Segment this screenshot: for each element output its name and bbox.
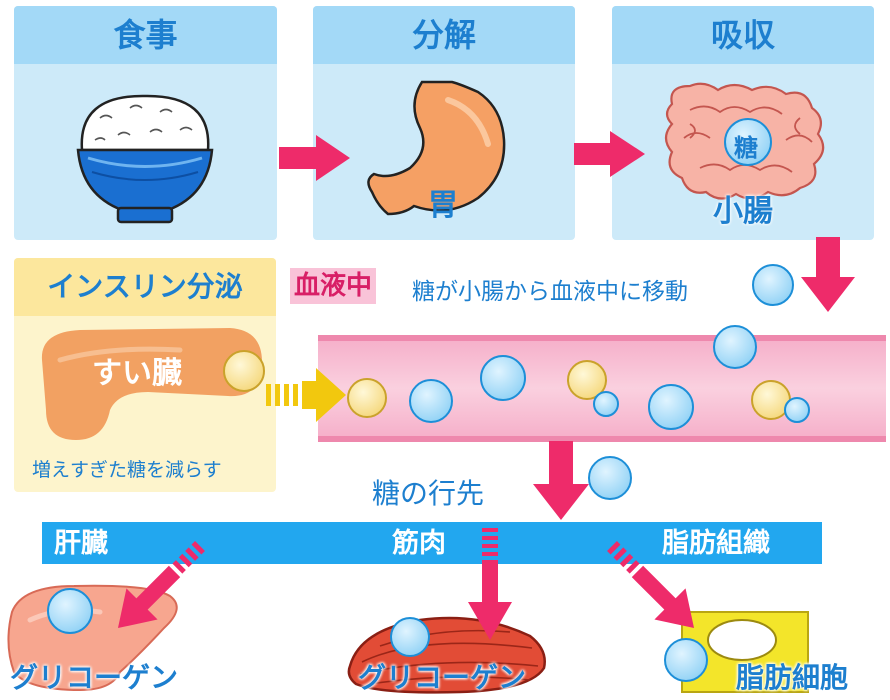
step-meal-title: 食事 <box>14 6 277 64</box>
muscle-glycogen-label: グリコーゲン <box>358 661 527 694</box>
dest-liver: 肝臓 <box>54 528 108 559</box>
blood-tag: 血液中 <box>290 268 377 304</box>
arrow-to-fat <box>607 541 695 629</box>
glucose-dot <box>784 397 810 423</box>
arrow-absorb-down <box>801 237 855 312</box>
insulin-caption: 増えすぎた糖を減らす <box>32 459 222 481</box>
arrow-to-liver <box>117 541 205 629</box>
arrow-blood-down <box>533 441 589 520</box>
step-absorb-title: 吸収 <box>612 6 874 64</box>
glucose-dot <box>409 379 453 423</box>
sugar-mark-label: 糖 <box>734 134 758 162</box>
destination-label: 糖の行先 <box>372 477 485 510</box>
glucose-dot <box>752 264 794 306</box>
blood-move-text: 糖が小腸から血液中に移動 <box>412 279 688 305</box>
glucose-dot <box>593 391 619 417</box>
arrow-to-muscle <box>468 528 512 640</box>
destination-bar <box>42 522 822 564</box>
insulin-dot <box>751 380 791 420</box>
intestine-sugar-circle <box>724 118 772 166</box>
glucose-dot <box>648 384 694 430</box>
insulin-arrow <box>266 368 346 422</box>
insulin-dot <box>347 378 387 418</box>
arrow-digest-to-absorb <box>574 131 645 177</box>
fat-cell-label: 脂肪細胞 <box>736 661 849 694</box>
dest-muscle: 筋肉 <box>392 528 446 559</box>
liver-glucose-dot <box>47 588 93 634</box>
panel-digest: 分解 <box>313 6 575 240</box>
dest-fat-tissue: 脂肪組織 <box>662 528 770 559</box>
insulin-title: インスリン分泌 <box>14 258 276 316</box>
fat-glucose-dot <box>664 638 708 682</box>
panel-absorb: 吸収 <box>612 6 874 240</box>
glucose-dot <box>588 456 632 500</box>
glucose-dot <box>713 325 757 369</box>
liver-glycogen-label: グリコーゲン <box>10 661 179 694</box>
glucose-dot <box>480 355 526 401</box>
rice-bowl-icon <box>76 94 214 224</box>
pancreas-icon <box>41 328 263 440</box>
stomach-label: 胃 <box>428 188 458 223</box>
arrow-meal-to-digest <box>279 135 350 181</box>
muscle-glucose-dot <box>390 617 430 657</box>
small-intestine-label: 小腸 <box>713 194 773 229</box>
pancreas-label: すい臓 <box>92 356 182 391</box>
insulin-dot <box>223 350 265 392</box>
insulin-dot <box>567 360 607 400</box>
stomach-icon <box>367 80 506 216</box>
step-digest-title: 分解 <box>313 6 575 64</box>
